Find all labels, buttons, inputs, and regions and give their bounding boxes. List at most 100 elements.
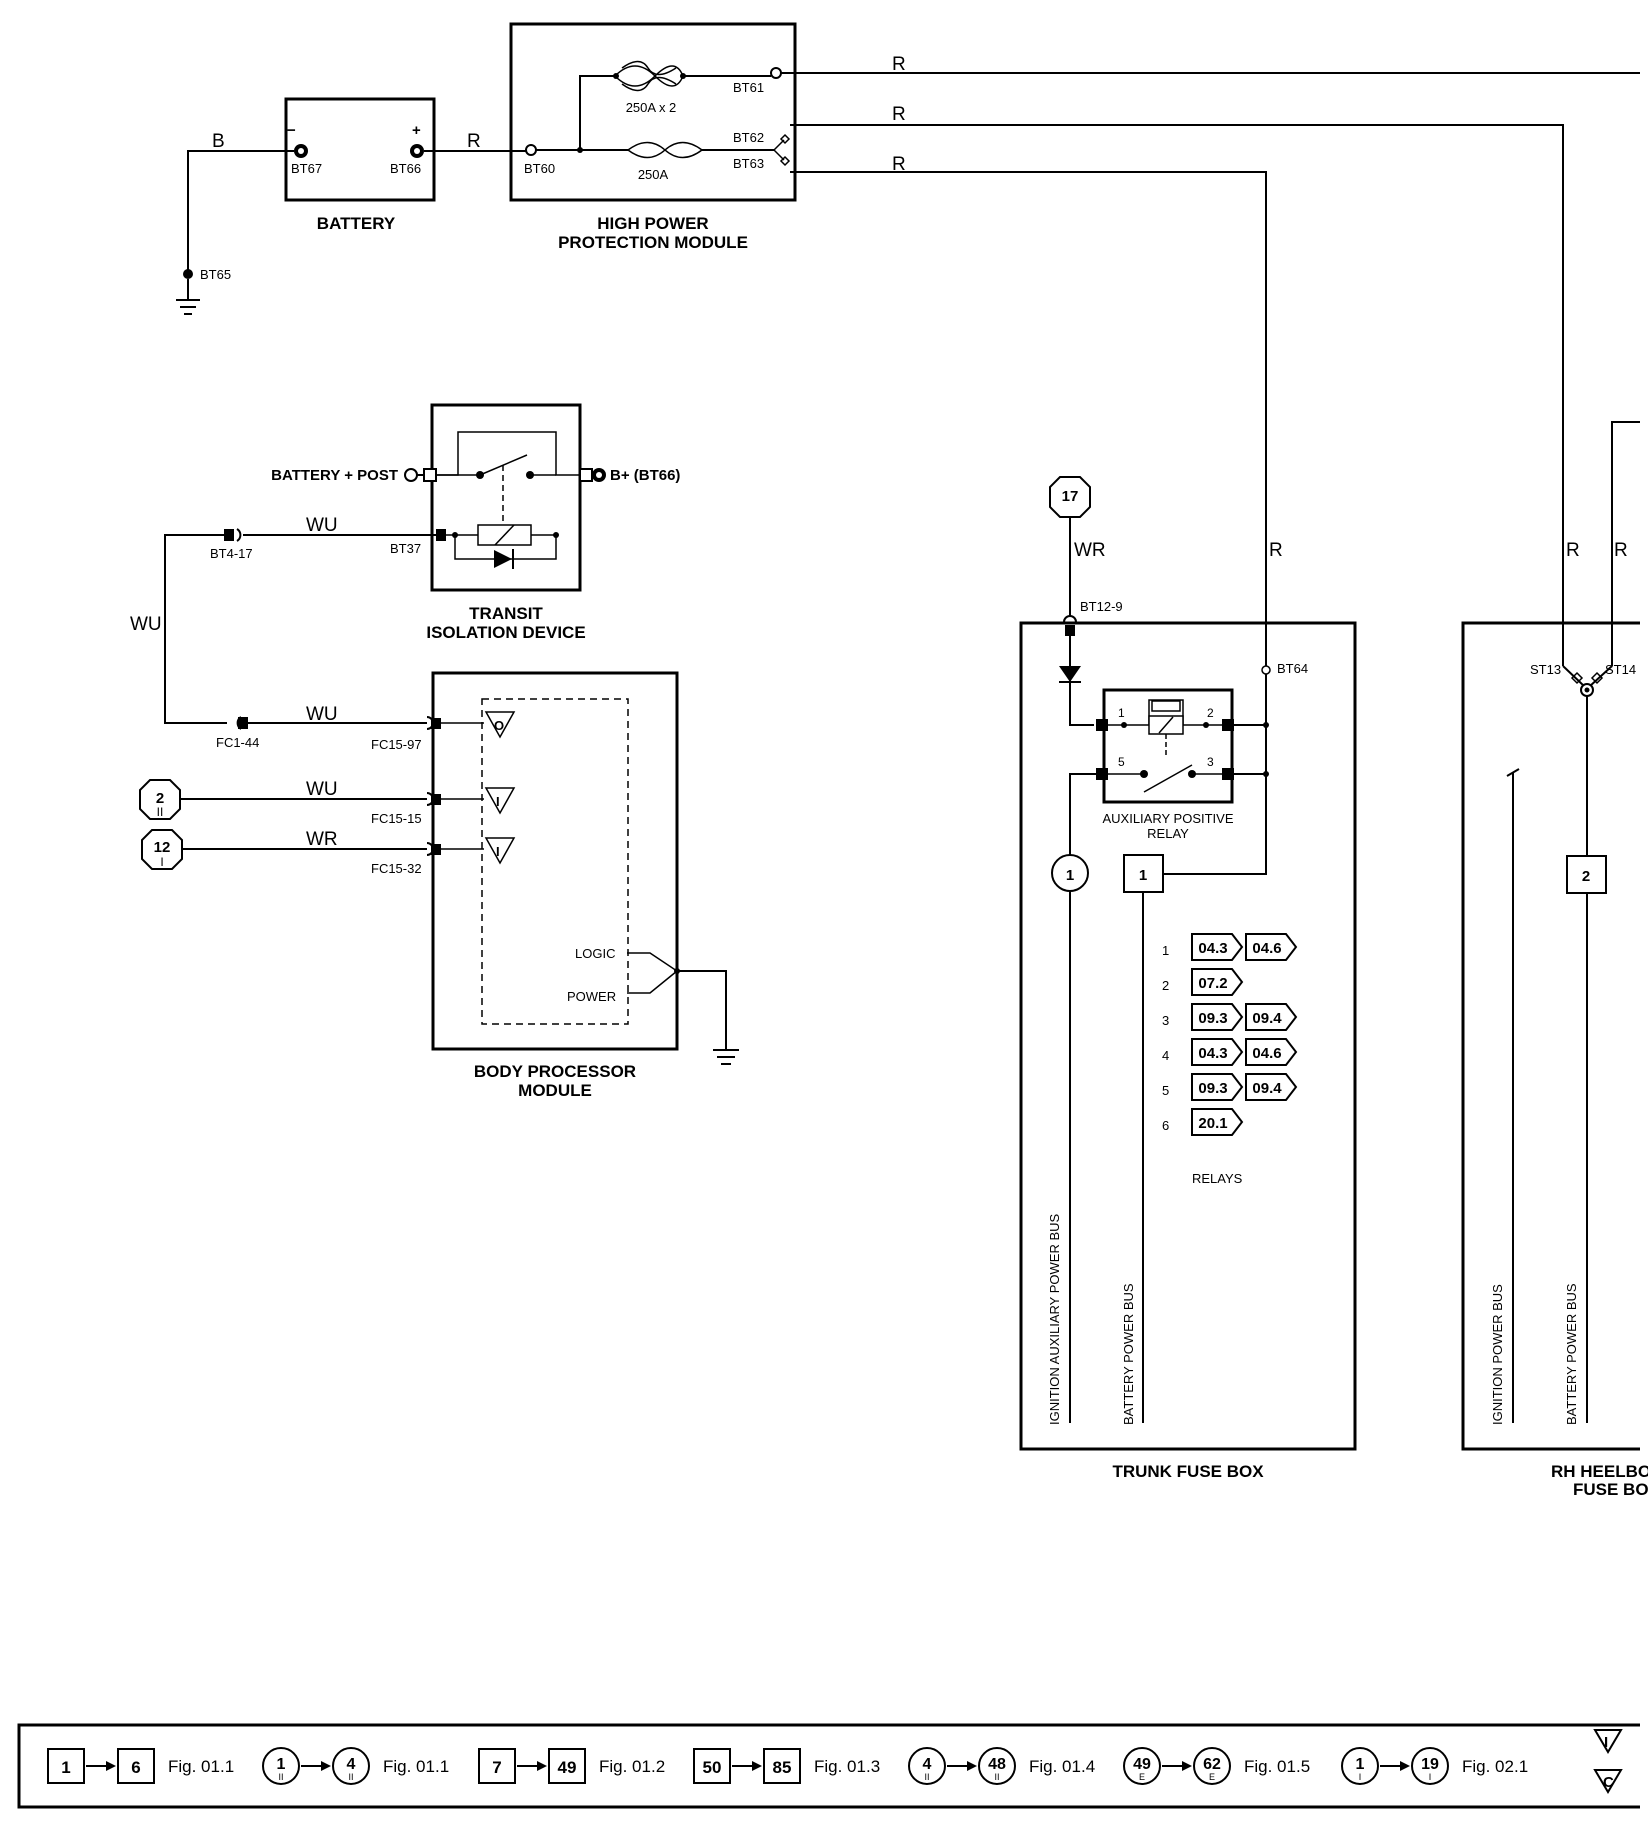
hppm-pin-bt60: BT60 (524, 161, 555, 176)
legend-2-fig: Fig. 01.2 (599, 1757, 665, 1776)
relay-title-1: AUXILIARY POSITIVE (1102, 811, 1233, 826)
legend-item-2: 7 49 Fig. 01.2 (478, 1748, 665, 1784)
legend-4-from: 4 (923, 1756, 932, 1773)
rh-pin-st13: ST13 (1530, 662, 1561, 677)
hppm-pin-bt62: BT62 (733, 130, 764, 145)
wire-label-b: B (212, 131, 225, 152)
legend-4-arrow-head (967, 1761, 977, 1771)
rh-box-ref: 2 (1582, 868, 1590, 885)
legend-6-to: 19 (1421, 1756, 1439, 1773)
bpm-sym-i1: I (496, 794, 500, 809)
relays-label: RELAYS (1192, 1171, 1243, 1186)
legend-5-to-sub: E (1209, 1772, 1215, 1782)
rh-title-2: FUSE BO (1573, 1480, 1648, 1499)
legend-1-from-marker: 1II (262, 1747, 300, 1785)
legend-6-from-sub: I (1359, 1772, 1362, 1782)
trunk-pin-bt64: BT64 (1277, 661, 1308, 676)
relay-pin-2: 2 (1207, 706, 1214, 720)
ref-12-sub: I (160, 855, 163, 869)
battery-pin-bt66: BT66 (390, 161, 421, 176)
wire-label-r4: R (892, 154, 906, 175)
trunk-circle-ref: 1 (1066, 867, 1074, 884)
relay-row-5-ref-2: 09.4 (1252, 1080, 1282, 1097)
legend-3-from-marker: 50 (693, 1748, 731, 1784)
wire-label-r2: R (892, 54, 906, 75)
legend-0-to: 6 (131, 1758, 140, 1777)
relay-row-2-num: 2 (1162, 978, 1169, 993)
relay-row-3-ref-2: 09.4 (1252, 1010, 1282, 1027)
wire-label-wu2: WU (130, 614, 162, 635)
transit-isolation-device: BATTERY + POST B+ (BT66) BT37 TRANSIT IS… (271, 403, 680, 642)
legend-tail-i: I (1604, 1734, 1608, 1751)
legend-6-to-marker: 19I (1411, 1747, 1449, 1785)
legend-2-arrow-head (537, 1761, 547, 1771)
bpm-title-2: MODULE (518, 1081, 592, 1100)
legend-item-1: 1II 4II Fig. 01.1 (262, 1747, 449, 1785)
wire-label-wr1: WR (306, 829, 338, 850)
legend-0-from-marker: 1 (47, 1748, 85, 1784)
legend-0-arrow-head (106, 1761, 116, 1771)
relay-row-1-ref-1: 04.3 (1198, 940, 1227, 957)
tid-left-label: BATTERY + POST (271, 467, 398, 484)
bus-battery-rh: BATTERY POWER BUS (1564, 1283, 1579, 1425)
ref-17-number: 17 (1062, 488, 1079, 505)
legend-1-to-marker: 4II (332, 1747, 370, 1785)
wire-label-r1: R (467, 131, 481, 152)
trunk-conn-bt12-9: BT12-9 (1080, 599, 1123, 614)
battery-pin-bt67: BT67 (291, 161, 322, 176)
tid-pin-bt37: BT37 (390, 541, 421, 556)
trunk-title: TRUNK FUSE BOX (1112, 1462, 1264, 1481)
legend-6-fig: Fig. 02.1 (1462, 1757, 1528, 1776)
legend-3-to-marker: 85 (763, 1748, 801, 1784)
hppm-pin-bt61: BT61 (733, 80, 764, 95)
tid-title-2: ISOLATION DEVICE (426, 623, 585, 642)
high-power-protection-module: 250A x 2 250A BT60 BT61 BT62 BT63 HIGH P… (509, 22, 797, 252)
wire-label-wr2: WR (1074, 540, 1106, 561)
wire-label-wu4: WU (306, 779, 338, 800)
legend-3-to: 85 (773, 1758, 792, 1777)
ground-bt65: BT65 (176, 267, 231, 315)
hppm-title-2: PROTECTION MODULE (558, 233, 748, 252)
body-processor-module: O FC15-97 I FC15-15 I FC15-32 LOGIC POWE… (371, 671, 680, 1100)
relay-table: 1 04.3 04.6 2 07.2 3 09.3 09.4 4 04.3 04… (1162, 933, 1298, 1186)
rh-title-1: RH HEELBO (1551, 1462, 1648, 1481)
fuse-250a-label: 250A (638, 167, 669, 182)
relay-row-3-ref-1: 09.3 (1198, 1010, 1227, 1027)
wire-label-r5: R (1269, 540, 1283, 561)
legend-3-from: 50 (703, 1758, 722, 1777)
legend-5-to: 62 (1203, 1756, 1221, 1773)
legend-5-from: 49 (1133, 1756, 1151, 1773)
hppm-title-1: HIGH POWER (597, 214, 708, 233)
relay-row-5-ref-1: 09.3 (1198, 1080, 1227, 1097)
legend-4-to-sub: II (994, 1772, 999, 1782)
bpm-sym-o: O (494, 718, 504, 733)
legend-0-to-marker: 6 (117, 1748, 155, 1784)
legend-5-arrow-head (1182, 1761, 1192, 1771)
bpm-power-label: POWER (567, 989, 616, 1004)
wire-label-wu3: WU (306, 704, 338, 725)
bus-ignition-aux: IGNITION AUXILIARY POWER BUS (1047, 1213, 1062, 1425)
tid-right-label: B+ (BT66) (610, 467, 680, 484)
legend-2-from-marker: 7 (478, 1748, 516, 1784)
relay-row-5-num: 5 (1162, 1083, 1169, 1098)
legend-5-from-sub: E (1139, 1772, 1145, 1782)
relay-row-4-num: 4 (1162, 1048, 1169, 1063)
legend-2-to: 49 (558, 1758, 577, 1777)
trunk-fuse-box: 17 WR BT12-9 BT64 1 2 5 3 AUXILIARY POSI… (1019, 476, 1357, 1481)
legend-6-from: 1 (1356, 1756, 1365, 1773)
legend-tail: I C (1593, 1729, 1623, 1794)
bpm-sym-i2: I (496, 844, 500, 859)
relay-pin-3: 3 (1207, 755, 1214, 769)
legend-1-fig: Fig. 01.1 (383, 1757, 449, 1776)
trunk-box-ref: 1 (1139, 867, 1147, 884)
battery-title: BATTERY (317, 214, 396, 233)
wire-label-r7: R (1614, 540, 1628, 561)
wire-label-wu1: WU (306, 515, 338, 536)
bus-ignition-rh: IGNITION POWER BUS (1490, 1284, 1505, 1425)
battery: − + BT67 BT66 BATTERY (284, 97, 436, 233)
